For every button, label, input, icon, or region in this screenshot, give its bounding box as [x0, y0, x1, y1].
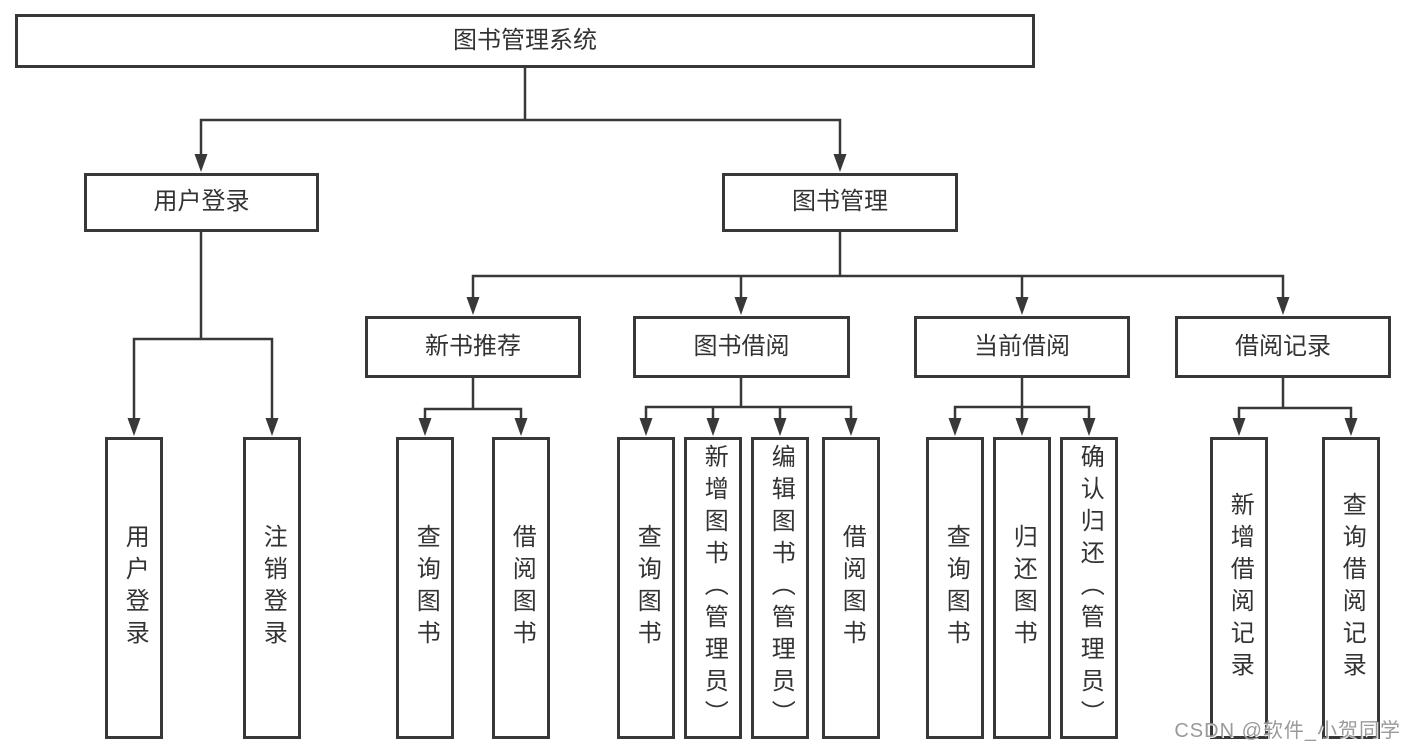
leaf-logout: 注销登录	[243, 437, 301, 739]
leaf-current-return-book: 归还图书	[993, 437, 1051, 739]
node-book-borrowing: 图书借阅	[633, 316, 850, 378]
edge-root-to-level2	[199, 68, 842, 155]
leaf-user-login: 用户登录	[105, 437, 163, 739]
node-library-management-system: 图书管理系统	[15, 14, 1035, 68]
leaf-borrowing-add-book-admin: 新增图书（管理员）	[684, 437, 742, 739]
edge-user-login-to-children	[132, 232, 274, 420]
node-new-book-recommend: 新书推荐	[365, 316, 581, 378]
leaf-recommend-query-book: 查询图书	[396, 437, 454, 739]
leaf-borrowing-query-book: 查询图书	[617, 437, 675, 739]
node-borrowing-records: 借阅记录	[1175, 316, 1391, 378]
leaf-records-add-record: 新增借阅记录	[1210, 437, 1268, 739]
node-book-management: 图书管理	[722, 173, 958, 232]
leaf-recommend-borrow-book: 借阅图书	[492, 437, 550, 739]
edge-book-management-to-children	[471, 232, 1285, 299]
leaf-borrowing-borrow-book: 借阅图书	[822, 437, 880, 739]
leaf-records-query-record: 查询借阅记录	[1322, 437, 1380, 739]
edge-borrowing-records-to-children	[1237, 378, 1353, 420]
csdn-watermark: CSDN @软件_小贺同学	[1174, 720, 1401, 742]
edge-current-borrowing-to-children	[953, 378, 1091, 420]
node-user-login: 用户登录	[84, 173, 319, 232]
leaf-current-query-book: 查询图书	[926, 437, 984, 739]
edge-book-borrowing-to-children	[644, 378, 853, 420]
leaf-borrowing-edit-book-admin: 编辑图书（管理员）	[751, 437, 809, 739]
leaf-current-confirm-return-admin: 确认归还（管理员）	[1060, 437, 1118, 739]
edge-new-book-recommend-to-children	[423, 378, 523, 420]
node-current-borrowing: 当前借阅	[914, 316, 1130, 378]
